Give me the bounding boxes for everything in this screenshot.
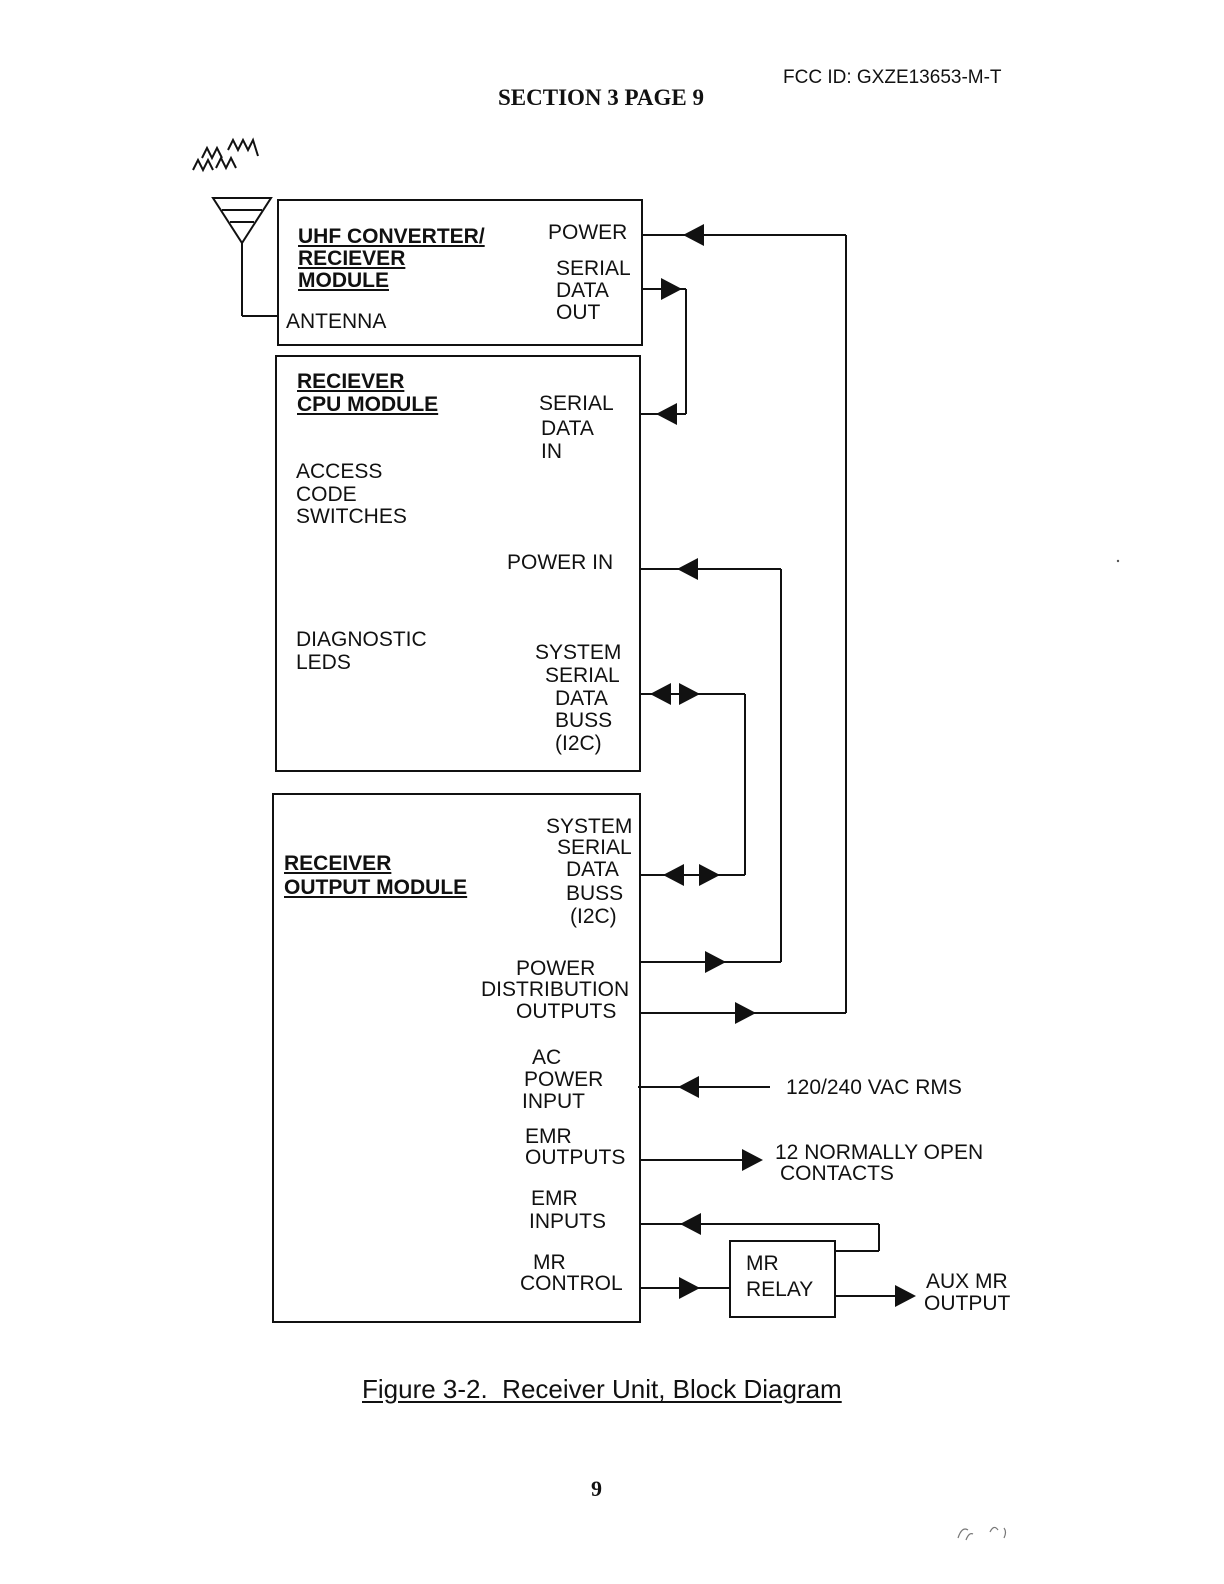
- cpu-bus-label-1: SYSTEM: [535, 641, 622, 664]
- uhf-converter-module: [277, 199, 643, 346]
- serial-in-label-1: SERIAL: [539, 392, 614, 415]
- mr-relay-box: [729, 1240, 836, 1318]
- cpu-bus-label-5: (I2C): [555, 732, 602, 755]
- diag-label-2: LEDS: [296, 651, 351, 674]
- arrow-left-icon: [678, 1076, 699, 1098]
- power-dist-label-1: POWER: [516, 957, 596, 980]
- antenna-icon: [211, 197, 278, 317]
- emr-in-label-2: INPUTS: [529, 1210, 607, 1233]
- access-label-2: CODE: [296, 483, 357, 506]
- serial-out-label-2: DATA: [556, 279, 609, 302]
- uhf-module-title-1: UHF CONVERTER/: [298, 225, 485, 248]
- out-bus-label-5: (I2C): [570, 905, 617, 928]
- ac-label-1: AC: [532, 1046, 562, 1069]
- arrow-right-icon: [679, 1277, 700, 1299]
- ac-label-2: POWER: [524, 1068, 604, 1091]
- cpu-bus-label-2: SERIAL: [545, 664, 620, 687]
- cpu-bus-label-4: BUSS: [555, 709, 613, 732]
- arrow-right-icon: [742, 1149, 763, 1171]
- arrow-left-icon: [650, 683, 671, 705]
- diag-label-1: DIAGNOSTIC: [296, 628, 427, 651]
- out-bus-label-3: DATA: [566, 858, 619, 881]
- arrow-left-icon: [683, 224, 704, 246]
- output-module-title-2: OUTPUT MODULE: [284, 876, 468, 899]
- figure-caption: Figure 3-2. Receiver Unit, Block Diagram: [362, 1374, 842, 1404]
- arrow-right-icon: [735, 1002, 756, 1024]
- contacts-label-2: CONTACTS: [780, 1162, 894, 1185]
- arrow-right-icon: [679, 683, 700, 705]
- section-heading: SECTION 3 PAGE 9: [498, 85, 704, 110]
- output-module-title-1: RECEIVER: [284, 852, 392, 875]
- arrow-right-icon: [661, 278, 682, 300]
- radio-waves-icon: [192, 137, 259, 173]
- mr-relay-label-2: RELAY: [746, 1278, 814, 1301]
- arrow-left-icon: [656, 403, 677, 425]
- uhf-module-title-2: RECIEVER: [298, 247, 406, 270]
- serial-out-label-1: SERIAL: [556, 257, 631, 280]
- arrow-left-icon: [680, 1213, 701, 1235]
- power-dist-label-3: OUTPUTS: [516, 1000, 617, 1023]
- arrow-left-icon: [677, 558, 698, 580]
- emr-in-label-1: EMR: [531, 1187, 578, 1210]
- emr-out-label-1: EMR: [525, 1125, 572, 1148]
- power-dist-label-2: DISTRIBUTION: [481, 978, 630, 1001]
- mr-control-label-1: MR: [533, 1251, 566, 1274]
- access-label-1: ACCESS: [296, 460, 383, 483]
- cpu-module: [275, 355, 641, 772]
- access-label-3: SWITCHES: [296, 505, 407, 528]
- antenna-label: ANTENNA: [286, 310, 387, 333]
- serial-in-label-3: IN: [541, 440, 562, 463]
- cpu-bus-label-3: DATA: [555, 687, 608, 710]
- power-in-label: POWER IN: [507, 551, 614, 574]
- ac-label-3: INPUT: [522, 1090, 585, 1113]
- aux-output-label-1: AUX MR: [926, 1270, 1008, 1293]
- arrow-right-icon: [699, 864, 720, 886]
- arrow-left-icon: [663, 864, 684, 886]
- mr-relay-label-1: MR: [746, 1252, 779, 1275]
- arrow-right-icon: [895, 1285, 916, 1307]
- out-bus-label-4: BUSS: [566, 882, 624, 905]
- aux-output-label-2: OUTPUT: [924, 1292, 1011, 1315]
- arrow-right-icon: [705, 951, 726, 973]
- out-bus-label-2: SERIAL: [557, 836, 632, 859]
- fcc-id: FCC ID: GXZE13653-M-T: [783, 67, 1002, 88]
- uhf-module-title-3: MODULE: [298, 269, 389, 292]
- ac-source-label: 120/240 VAC RMS: [786, 1076, 962, 1099]
- cpu-module-title-2: CPU MODULE: [297, 393, 439, 416]
- serial-in-label-2: DATA: [541, 417, 594, 440]
- uhf-power-label: POWER: [548, 221, 628, 244]
- emr-out-label-2: OUTPUTS: [525, 1146, 626, 1169]
- page-number: 9: [591, 1476, 602, 1501]
- serial-out-label-3: OUT: [556, 301, 601, 324]
- cpu-module-title-1: RECIEVER: [297, 370, 405, 393]
- contacts-label-1: 12 NORMALLY OPEN: [775, 1141, 984, 1164]
- output-module: [272, 793, 641, 1323]
- out-bus-label-1: SYSTEM: [546, 815, 633, 838]
- mr-control-label-2: CONTROL: [520, 1272, 623, 1295]
